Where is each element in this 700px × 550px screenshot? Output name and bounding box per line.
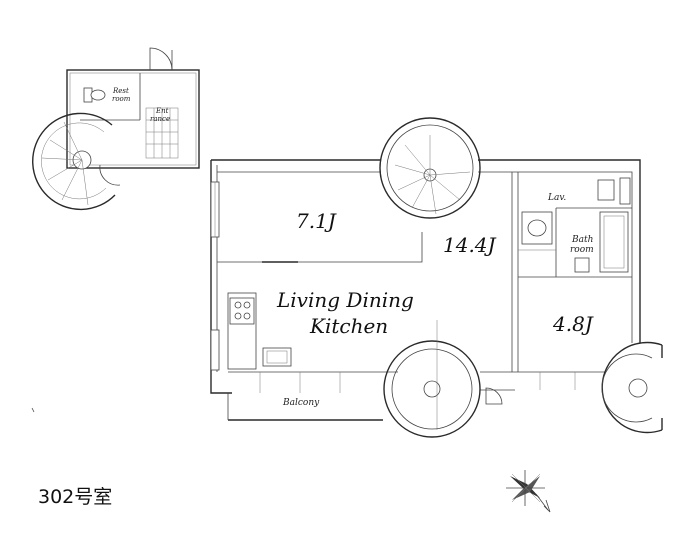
- entrance-tower: Rest room Ent rance: [32, 47, 200, 211]
- round-bay-lower: [383, 320, 503, 438]
- ldk-area-label: 14.4J: [443, 233, 497, 257]
- wet-area: [521, 177, 631, 273]
- kitchen-counter: [227, 292, 292, 370]
- lavatory-label: Lav.: [547, 193, 566, 203]
- balcony-label: Balcony: [282, 398, 320, 408]
- unit-number-label: 302号室: [38, 486, 113, 508]
- bath-room-label-line2: room: [570, 245, 594, 255]
- round-bay-right: [601, 341, 663, 434]
- bedroom-area-label: 4.8J: [552, 312, 594, 336]
- shower-icon: [574, 257, 590, 273]
- rest-room-label-line1: Rest: [112, 87, 129, 95]
- spiral-staircase-icon: [379, 117, 481, 219]
- entrance-label-line2: rance: [150, 115, 170, 123]
- ldk-label-line2: Kitchen: [309, 314, 388, 338]
- entrance-floor-grid: [145, 107, 179, 159]
- washer-space: [597, 179, 615, 201]
- ldk-label-line1: Living Dining: [276, 288, 414, 312]
- unit-walls: [210, 159, 641, 421]
- compass-icon: [506, 470, 551, 513]
- entrance-label-line1: Ent: [155, 107, 169, 115]
- sink-icon: [262, 347, 292, 367]
- western-room-area-label: 7.1J: [296, 209, 337, 233]
- interior-partitions: [217, 172, 632, 393]
- toilet-icon: [83, 87, 106, 103]
- washbasin-icon: [521, 211, 553, 245]
- stove-icon: [229, 297, 255, 325]
- west-window: [210, 181, 220, 238]
- bath-room-label-line1: Bath: [571, 235, 593, 245]
- bathtub-icon: [599, 211, 629, 273]
- rest-room-label-line2: room: [112, 95, 131, 103]
- spiral-staircase-icon: [32, 112, 116, 211]
- edge-tick: [31, 407, 35, 413]
- west-window-lower: [210, 329, 220, 371]
